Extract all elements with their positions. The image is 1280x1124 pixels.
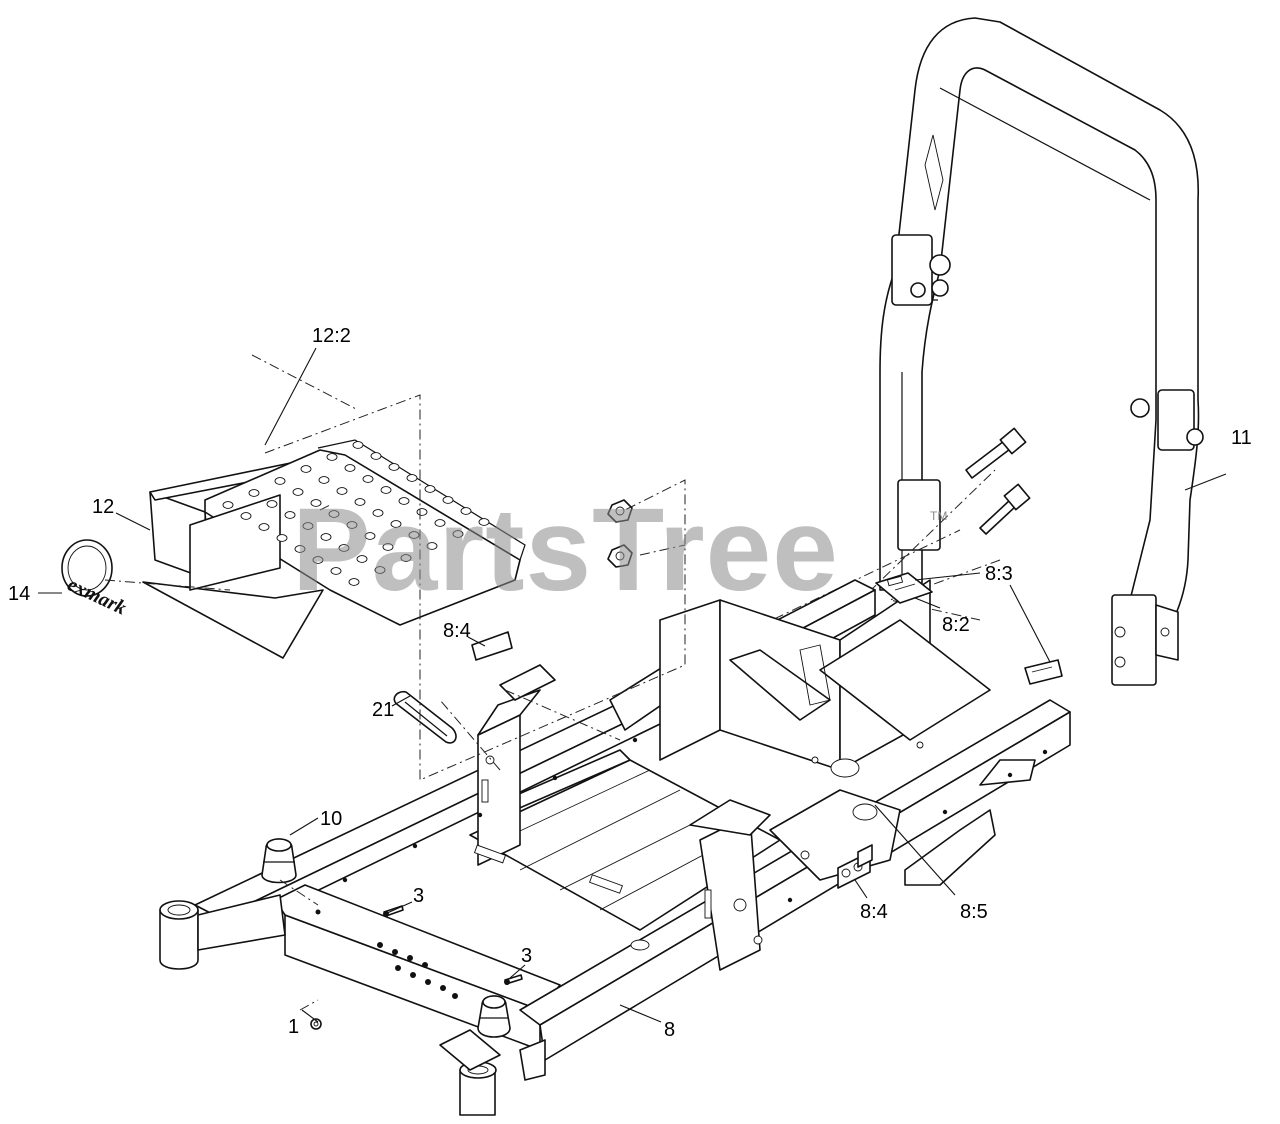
- perforation-hole: [354, 498, 366, 506]
- bumper-assembly-path: [279, 879, 319, 1011]
- decal-8-3-upper[interactable]: [875, 572, 933, 604]
- bumper-left[interactable]: [261, 838, 297, 884]
- perforation-hole: [302, 522, 314, 530]
- perforation-hole: [310, 499, 322, 507]
- callout-8-2[interactable]: 8:2: [942, 614, 970, 636]
- perforation-hole: [338, 544, 350, 552]
- perforation-hole: [274, 477, 286, 485]
- perforation-hole: [382, 543, 394, 551]
- perforation-hole: [312, 556, 324, 564]
- perforation-hole: [330, 567, 342, 575]
- perforation-hole: [352, 441, 364, 449]
- roll-bar-bolts[interactable]: [965, 427, 1031, 535]
- callout-12-2[interactable]: 12:2: [312, 325, 351, 347]
- callout-21[interactable]: 21: [372, 699, 394, 721]
- perforation-hole: [300, 465, 312, 473]
- frame-decals[interactable]: [837, 844, 873, 889]
- watermark-text: PartsTree: [292, 484, 839, 616]
- callout-8-4-lower[interactable]: 8:4: [860, 901, 888, 923]
- lock-nut[interactable]: [310, 1018, 322, 1030]
- perforation-hole: [408, 531, 420, 539]
- perforation-hole: [362, 475, 374, 483]
- callout-12[interactable]: 12: [92, 496, 114, 518]
- pin-lower[interactable]: [504, 974, 523, 985]
- slot-trim-21[interactable]: [393, 690, 457, 744]
- callout-3-upper[interactable]: 3: [413, 885, 424, 907]
- perforation-hole: [452, 530, 464, 538]
- perforation-hole: [400, 554, 412, 562]
- decal-8-3-lower[interactable]: [1024, 659, 1063, 685]
- flange-nuts[interactable]: [607, 499, 633, 568]
- perforation-hole: [424, 485, 436, 493]
- perforation-hole: [380, 486, 392, 494]
- perforation-hole: [388, 463, 400, 471]
- perforation-hole: [434, 519, 446, 527]
- frame-weldment[interactable]: [159, 579, 1071, 1116]
- perforation-hole: [370, 452, 382, 460]
- perforation-hole: [284, 511, 296, 519]
- callout-14[interactable]: 14: [8, 583, 30, 605]
- leader-lines: [38, 347, 1227, 1023]
- callout-8-4-upper[interactable]: 8:4: [443, 620, 471, 642]
- nut-assembly-path: [319, 504, 686, 556]
- perforation-hole: [258, 523, 270, 531]
- perforation-hole: [336, 487, 348, 495]
- callout-3-lower[interactable]: 3: [521, 945, 532, 967]
- perforation-hole: [346, 521, 358, 529]
- perforation-hole: [390, 520, 402, 528]
- frame-holes: [315, 737, 1048, 999]
- decal-8-4-upper[interactable]: [471, 631, 513, 661]
- callout-8[interactable]: 8: [664, 1019, 675, 1041]
- perforation-hole: [372, 509, 384, 517]
- perforation-hole: [276, 534, 288, 542]
- roll-bar[interactable]: [879, 17, 1204, 686]
- callouts: 12:2 12 14 8:4 21 10 3 3 1 8 8:3 8:2 8:4…: [8, 325, 1252, 1041]
- footplate-assembly-path: [104, 354, 686, 781]
- callout-8-5[interactable]: 8:5: [960, 901, 988, 923]
- perforation-hole: [320, 533, 332, 541]
- watermark: PartsTree TM: [292, 484, 947, 616]
- foot-plate-holes: [222, 441, 490, 586]
- perforation-hole: [240, 512, 252, 520]
- perforation-hole: [328, 510, 340, 518]
- foot-plate[interactable]: [142, 439, 526, 659]
- perforation-hole: [344, 464, 356, 472]
- perforation-hole: [318, 476, 330, 484]
- callout-8-3[interactable]: 8:3: [985, 563, 1013, 585]
- bumper-right[interactable]: [477, 995, 511, 1038]
- perforation-hole: [356, 555, 368, 563]
- perforation-hole: [326, 453, 338, 461]
- perforation-hole: [442, 496, 454, 504]
- callout-11[interactable]: 11: [1231, 427, 1252, 449]
- perforation-hole: [294, 545, 306, 553]
- perforation-hole: [478, 518, 490, 526]
- callout-1[interactable]: 1: [288, 1016, 299, 1038]
- perforation-hole: [222, 501, 234, 509]
- callout-10[interactable]: 10: [320, 808, 342, 830]
- perforation-hole: [348, 578, 360, 586]
- perforation-hole: [406, 474, 418, 482]
- watermark-trademark: TM: [930, 509, 947, 523]
- perforation-hole: [364, 532, 376, 540]
- bracket-assembly-path: [504, 689, 621, 741]
- perforation-hole: [374, 566, 386, 574]
- exmark-logo-emblem[interactable]: exmark: [61, 539, 130, 620]
- perforation-hole: [248, 489, 260, 497]
- perforation-hole: [398, 497, 410, 505]
- perforation-hole: [460, 507, 472, 515]
- perforation-hole: [292, 488, 304, 496]
- perforation-hole: [426, 542, 438, 550]
- perforation-hole: [266, 500, 278, 508]
